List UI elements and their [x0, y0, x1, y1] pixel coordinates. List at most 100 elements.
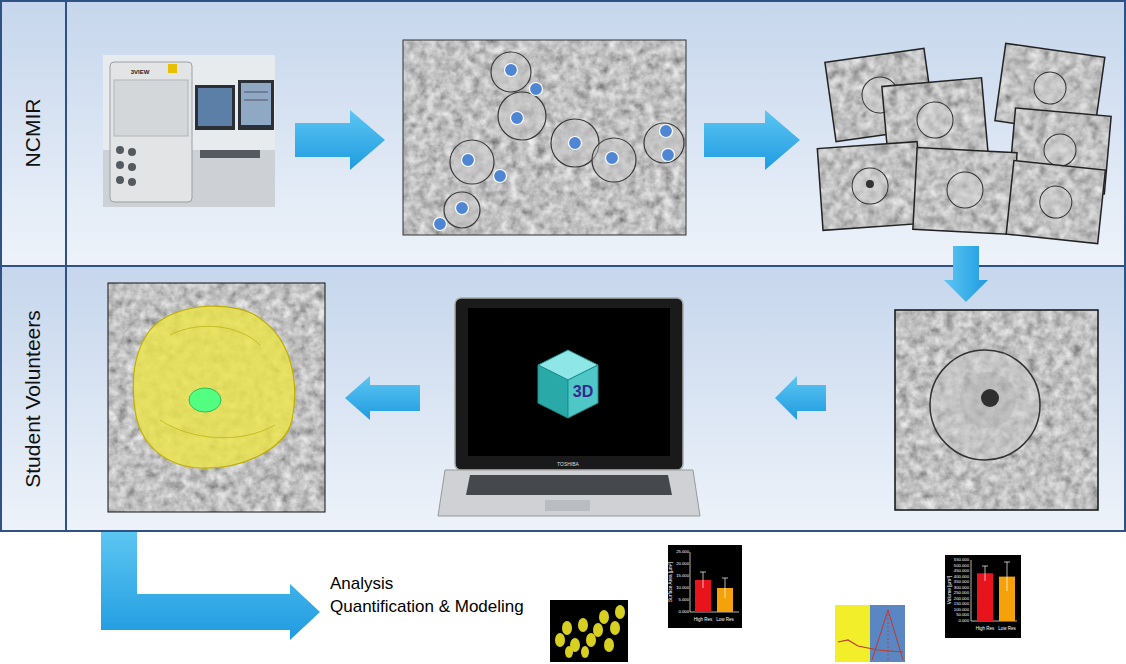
microscope-photo-part — [116, 176, 124, 184]
em-overview-image-part — [434, 64, 675, 231]
em-image-stack-part — [851, 167, 889, 205]
label-text: 5.000 — [679, 598, 689, 602]
label-text: 50.000 — [956, 613, 969, 617]
flow-arrows-part — [704, 110, 800, 170]
em-image-stack-part — [866, 180, 875, 189]
band-background-part — [1, 1, 1125, 531]
em-overview-image-part — [434, 218, 447, 231]
volume-chart-part — [1007, 562, 1008, 591]
band-background — [0, 0, 1126, 532]
line-chart-thumbnail-part — [870, 605, 905, 662]
laptop-illustration-part — [545, 500, 590, 511]
label-text: TOSHIBA — [557, 462, 579, 467]
label-text: 0.000 — [959, 619, 969, 623]
em-crop-image-part — [930, 350, 1040, 460]
flow-arrows-part — [775, 376, 826, 420]
band: NCMIR — [0, 0, 1126, 266]
em-crop-image — [895, 310, 1098, 510]
em-overview-image-part — [498, 92, 546, 140]
volume-chart-part — [1004, 562, 1010, 563]
laptop-illustration-part — [455, 298, 683, 470]
em-image-stack-part — [915, 100, 954, 139]
label-text: 350.000 — [954, 580, 969, 584]
flow-arrows-part — [101, 532, 320, 640]
em-crop-image-part — [981, 389, 999, 407]
segmented-objects-thumbnail-part — [562, 621, 572, 635]
label-text: 250.000 — [954, 591, 969, 595]
volume-chart-part — [985, 566, 986, 581]
em-overview-image-part — [569, 137, 582, 150]
line-chart-thumbnail-part — [888, 610, 889, 660]
surface-area-chart-part — [722, 578, 728, 579]
line-chart-thumbnail-part — [835, 605, 870, 662]
em-overview-image-part — [403, 40, 686, 235]
segmented-objects-thumbnail-part — [555, 605, 625, 658]
microscope-photo-part — [244, 92, 268, 93]
laptop-illustration-part — [568, 365, 598, 418]
flow-arrows-part — [944, 246, 988, 302]
segmented-objects-thumbnail-part — [581, 646, 589, 658]
surface-area-chart-part — [700, 572, 706, 573]
em-overview-image-part — [456, 202, 469, 215]
line-chart-thumbnail-part — [872, 610, 903, 660]
em-image-stack-part — [913, 147, 1017, 234]
surface-area-chart-part — [725, 578, 726, 598]
label-text: Quantification & Modeling — [330, 598, 524, 615]
volume-chart — [945, 555, 1021, 638]
segmented-objects-thumbnail-part — [604, 638, 614, 652]
microscope-photo-part — [128, 148, 136, 156]
surface-area-chart-part — [668, 545, 742, 628]
em-image-stack-part — [1006, 160, 1105, 243]
label-text: Low Res — [716, 618, 734, 623]
line-chart-thumbnail — [835, 605, 905, 662]
label-text: 20.000 — [676, 562, 689, 566]
surface-area-chart-part — [700, 572, 728, 598]
label-text: 3D — [573, 384, 593, 400]
em-image-stack-part — [1006, 160, 1105, 243]
label-text: 100.000 — [954, 608, 969, 612]
microscope-photo-part — [238, 80, 274, 130]
band-label: Student Volunteers — [21, 310, 44, 487]
microscope-photo-part — [116, 146, 124, 154]
3d-rendering-part — [160, 420, 275, 438]
volume-chart-part — [945, 555, 1021, 638]
volume-chart-part — [982, 566, 988, 567]
microscope-photo-part — [114, 80, 188, 136]
segmented-objects-thumbnail-part — [615, 605, 625, 619]
label-text: 25.000 — [676, 550, 689, 554]
band-label: NCMIR — [21, 99, 44, 168]
flow-arrows-part — [295, 110, 385, 170]
microscope-photo-part — [116, 161, 124, 169]
label-text: 550.000 — [954, 558, 969, 562]
label-text: 10.000 — [676, 586, 689, 590]
segmented-objects-thumbnail-part — [565, 646, 573, 658]
em-image-stack-part — [913, 147, 1017, 234]
label-text: 450.000 — [954, 569, 969, 573]
flow-arrows-part — [345, 376, 420, 420]
em-image-stack-part — [1043, 133, 1078, 168]
label-text: High Res — [976, 627, 995, 632]
label-text: 400.000 — [954, 575, 969, 579]
microscope-photo-part — [244, 100, 268, 101]
microscope-photo-part — [103, 55, 275, 207]
volume-chart-part — [971, 560, 972, 621]
em-crop-image-part — [895, 310, 1098, 510]
microscope-photo-part — [168, 64, 177, 73]
laptop-illustration-part — [466, 475, 672, 495]
em-image-stack-part — [1006, 160, 1105, 243]
3d-rendering-part — [189, 388, 221, 412]
label-text: 15.000 — [676, 574, 689, 578]
microscope-photo — [103, 55, 275, 207]
3d-rendering-part — [108, 283, 325, 512]
em-overview-image-part — [450, 140, 494, 184]
segmented-objects-thumbnail-part — [550, 600, 628, 662]
3d-rendering-part — [133, 306, 295, 468]
microscope-photo-part — [198, 88, 232, 126]
em-overview-image-part — [644, 123, 684, 163]
segmented-objects-thumbnail — [550, 600, 628, 662]
laptop-illustration-part — [438, 470, 700, 516]
microscope-photo-part — [110, 62, 192, 202]
em-image-stack-part — [817, 142, 922, 231]
segmented-objects-thumbnail-part — [586, 633, 596, 647]
microscope-photo-part — [241, 83, 271, 125]
